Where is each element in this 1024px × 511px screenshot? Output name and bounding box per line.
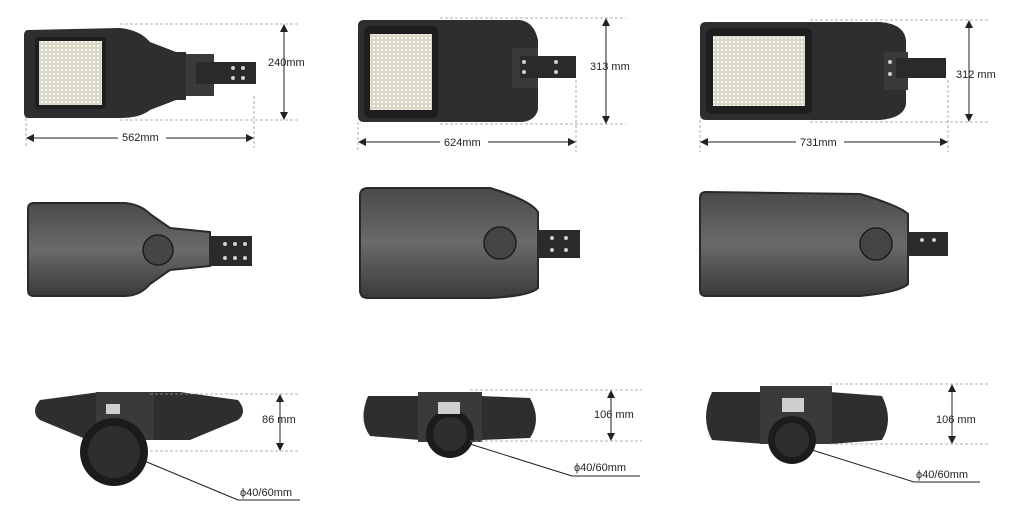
large-fixture-front-view: [700, 22, 946, 120]
small-side-height-dimension: 86 mm: [150, 393, 300, 452]
small-fixture-front-view: [24, 28, 256, 118]
medium-width-dimension: 624mm: [357, 80, 577, 152]
large-fixture-side-view: [706, 386, 888, 464]
large-side-height-label: 106 mm: [936, 414, 976, 426]
medium-side-height-dimension: 106 mm: [470, 389, 642, 442]
small-width-label: 562mm: [122, 132, 159, 144]
small-diameter-callout: ϕ40/60mm: [141, 459, 300, 501]
medium-width-label: 624mm: [444, 137, 481, 149]
large-diameter-label: ϕ40/60mm: [916, 469, 968, 481]
large-height-dimension: 312 mm: [810, 19, 996, 123]
small-fixture-side-view: [35, 392, 243, 486]
medium-height-label: 313 mm: [590, 61, 630, 73]
small-width-dimension: 562mm: [25, 96, 255, 148]
small-diameter-label: ϕ40/60mm: [240, 487, 292, 499]
small-height-label: 240mm: [268, 57, 305, 69]
medium-diameter-callout: ϕ40/60mm: [469, 443, 640, 477]
medium-fixture-rear-view: [359, 187, 580, 299]
large-fixture-rear-view: [699, 190, 948, 297]
small-side-height-label: 86 mm: [262, 414, 296, 426]
large-diameter-callout: ϕ40/60mm: [811, 449, 980, 483]
medium-fixture-side-view: [363, 392, 536, 458]
medium-fixture-front-view: [358, 20, 576, 122]
large-height-label: 312 mm: [956, 69, 996, 81]
small-fixture-rear-view: [27, 202, 252, 297]
small-height-dimension: 240mm: [120, 23, 305, 121]
large-side-height-dimension: 106 mm: [830, 383, 990, 445]
large-width-label: 731mm: [800, 137, 837, 149]
large-width-dimension: 731mm: [699, 80, 949, 152]
medium-diameter-label: ϕ40/60mm: [574, 462, 626, 474]
medium-height-dimension: 313 mm: [440, 17, 630, 125]
medium-side-height-label: 106 mm: [594, 409, 634, 421]
